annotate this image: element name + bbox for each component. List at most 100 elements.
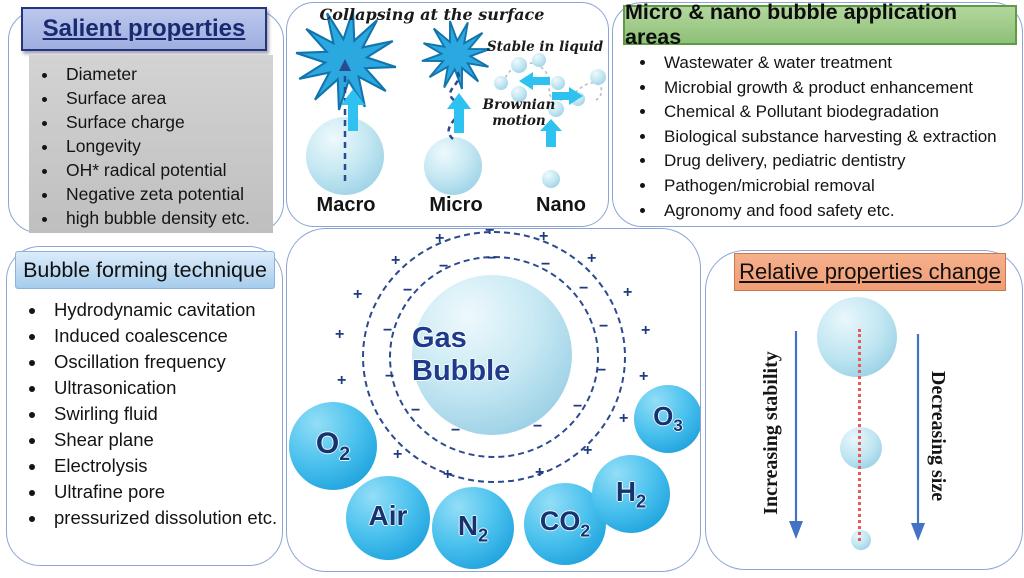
nano-bubble [542, 170, 560, 188]
small-bubble [851, 530, 871, 550]
minus-charge: − [573, 398, 583, 415]
nano-bubble [511, 57, 527, 73]
plus-charge: + [391, 252, 401, 269]
large-bubble [817, 297, 897, 377]
nano-bubble [551, 76, 565, 90]
minus-charge: − [411, 402, 421, 419]
macro-collapse-burst-icon [295, 9, 397, 111]
minus-charge: − [579, 280, 589, 297]
plus-charge: + [639, 368, 649, 385]
h2-bubble: H2 [592, 455, 670, 533]
list-item: high bubble density etc. [59, 206, 273, 230]
plus-charge: + [619, 410, 629, 427]
decreasing-size-label: Decreasing size [927, 370, 949, 502]
list-item: Pathogen/microbial removal [657, 174, 1024, 199]
plus-charge: + [583, 442, 593, 459]
application-areas-list: Wastewater & water treatment Microbial g… [627, 51, 1024, 223]
plus-charge: + [535, 464, 545, 481]
minus-charge: − [385, 368, 395, 385]
minus-charge: − [533, 418, 543, 435]
salient-properties-panel: Salient properties Diameter Surface area… [8, 7, 284, 233]
salient-properties-header: Salient properties [21, 7, 267, 51]
air-bubble: Air [346, 476, 430, 560]
list-item: Ultrafine pore [47, 479, 305, 505]
plus-charge: + [485, 228, 495, 239]
minus-charge: − [383, 322, 393, 339]
list-item: pressurized dissolution etc. [47, 505, 305, 531]
minus-charge: − [599, 318, 609, 335]
list-item: Surface charge [59, 110, 273, 134]
relative-properties-title: Relative properties change [739, 259, 1001, 284]
list-item: Drug delivery, pediatric dentistry [657, 149, 1024, 174]
brownian-motion-caption: Brownian motion [482, 97, 556, 129]
list-item: Shear plane [47, 427, 305, 453]
o3-bubble: O3 [634, 385, 700, 453]
plus-charge: + [587, 250, 597, 267]
list-item: Biological substance harvesting & extrac… [657, 125, 1024, 150]
list-item: Agronomy and food safety etc. [657, 199, 1024, 224]
minus-charge: − [487, 250, 497, 267]
application-areas-panel: Micro & nano bubble application areas Wa… [612, 0, 1024, 227]
nano-bubble [511, 86, 527, 102]
list-item: Oscillation frequency [47, 349, 305, 375]
right-arrow-icon [552, 87, 583, 105]
outer-charge-ring [362, 231, 626, 483]
list-item: Microbial growth & product enhancement [657, 76, 1024, 101]
micro-collapse-burst-icon [421, 20, 491, 90]
trend-arrows [789, 331, 925, 541]
up-arrow-icon [447, 93, 471, 133]
list-item: Induced coalescence [47, 323, 305, 349]
list-item: OH* radical potential [59, 158, 273, 182]
down-arrow-icon [911, 523, 925, 541]
list-item: Surface area [59, 86, 273, 110]
application-areas-title: Micro & nano bubble application areas [625, 0, 958, 49]
stable-in-liquid-caption: Stable in liquid [486, 39, 604, 55]
nano-label: Nano [536, 194, 586, 216]
plus-charge: + [337, 372, 347, 389]
plus-charge: + [393, 446, 403, 463]
micro-rise-path [447, 68, 461, 140]
minus-charge: − [403, 282, 413, 299]
list-item: Hydrodynamic cavitation [47, 297, 305, 323]
up-arrow-icon [341, 89, 365, 131]
n2-bubble: N2 [432, 487, 514, 569]
collapsing-caption: Collapsing at the surface [319, 5, 545, 24]
list-item: Electrolysis [47, 453, 305, 479]
bubble-behavior-graphic [295, 9, 606, 195]
down-arrow-icon [789, 521, 803, 539]
bubble-forming-panel: Bubble forming technique Hydrodynamic ca… [6, 246, 283, 566]
plus-charge: + [641, 322, 651, 339]
bubble-forming-list: Hydrodynamic cavitation Induced coalesce… [17, 297, 305, 531]
plus-charge: + [539, 228, 549, 245]
list-item: Chemical & Pollutant biodegradation [657, 100, 1024, 125]
gas-bubble: Gas Bubble [412, 275, 572, 435]
application-areas-header: Micro & nano bubble application areas [623, 0, 1017, 49]
minus-charge: − [451, 422, 461, 439]
inner-charge-ring [389, 256, 599, 458]
minus-charge: − [541, 256, 551, 273]
increasing-stability-label: Increasing stability [760, 351, 782, 515]
plus-charge: + [435, 230, 445, 247]
micro-bubble [424, 137, 482, 195]
list-item: Longevity [59, 134, 273, 158]
gas-bubble-diagram-panel: + + + + + + + + + + + + + + + + + − − − … [286, 228, 701, 572]
macro-rise-arrowhead-icon [339, 59, 351, 71]
nano-bubble [548, 101, 564, 117]
micro-label: Micro [429, 194, 483, 216]
up-arrow-icon [540, 119, 562, 147]
list-item: Negative zeta potential [59, 182, 273, 206]
bubble-forming-title: Bubble forming technique [23, 257, 267, 282]
gas-bubble-label: Gas Bubble [412, 322, 511, 387]
list-item: Diameter [59, 62, 273, 86]
o2-bubble: O2 [289, 402, 377, 490]
macro-label: Macro [316, 194, 376, 216]
nano-bubble [532, 53, 546, 67]
list-item: Ultrasonication [47, 375, 305, 401]
minus-charge: − [439, 258, 449, 275]
size-axis-dotted-line [858, 329, 861, 541]
salient-properties-list: Diameter Surface area Surface charge Lon… [29, 62, 273, 230]
relative-properties-header: Relative properties change [734, 253, 1006, 291]
nano-bubble [494, 76, 508, 90]
co2-bubble: CO2 [524, 483, 606, 565]
